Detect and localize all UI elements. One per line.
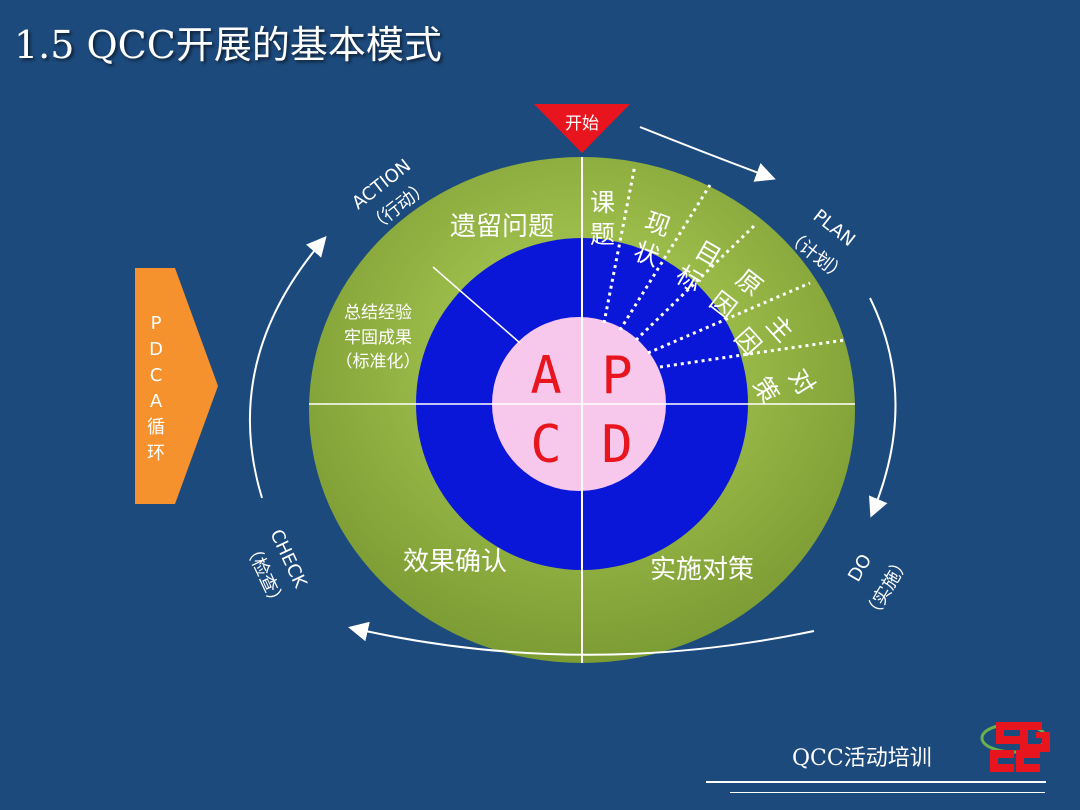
- svg-text:D: D: [149, 339, 163, 360]
- pdca-cycle-label: P D C A 循 环: [147, 313, 165, 464]
- svg-text:总结经验: 总结经验: [344, 303, 412, 323]
- quadrant-action-label: 遗留问题: [450, 212, 554, 242]
- svg-text:P: P: [151, 313, 162, 334]
- cycle-arrow-action: [248, 235, 327, 499]
- phase-label-do: DO （实施）: [844, 551, 914, 625]
- quadrant-do-label: 实施对策: [650, 555, 754, 585]
- qcc-logo: [980, 722, 1050, 772]
- cycle-arrow-check: [348, 621, 815, 656]
- footer-divider-thin: [730, 792, 1045, 793]
- quadrant-check-label: 效果确认: [403, 547, 507, 577]
- svg-text:牢固成果: 牢固成果: [344, 328, 412, 348]
- footer-divider: [706, 781, 1046, 783]
- svg-text:DO: DO: [844, 551, 876, 586]
- summary-text: 总结经验 牢固成果 （标准化）: [336, 303, 421, 372]
- svg-text:循: 循: [147, 417, 165, 438]
- svg-text:（标准化）: （标准化）: [336, 352, 421, 372]
- start-label: 开始: [565, 114, 599, 134]
- page-title: 1.5 QCC开展的基本模式: [14, 23, 442, 67]
- cycle-arrow-do: [868, 297, 897, 518]
- cycle-arrow-plan: [639, 126, 776, 182]
- pdca-cycle-arrow: [135, 268, 218, 504]
- center-letter-p: P: [601, 346, 632, 406]
- center-letter-a: A: [530, 346, 561, 406]
- phase-label-check: CHECK （检查）: [239, 526, 311, 612]
- svg-text:A: A: [150, 391, 163, 412]
- center-letter-c: C: [530, 415, 561, 475]
- plan-step-1b: 题: [590, 220, 615, 249]
- svg-text:C: C: [150, 365, 163, 386]
- action-pointer-line: [432, 266, 521, 344]
- plan-step-1a: 课: [590, 188, 615, 217]
- footer-text: QCC活动培训: [792, 746, 932, 771]
- center-letters: A P C D: [530, 346, 632, 475]
- center-letter-d: D: [601, 415, 632, 475]
- svg-text:环: 环: [147, 443, 165, 464]
- start-marker: [534, 104, 630, 153]
- plan-step-dividers: [602, 164, 846, 369]
